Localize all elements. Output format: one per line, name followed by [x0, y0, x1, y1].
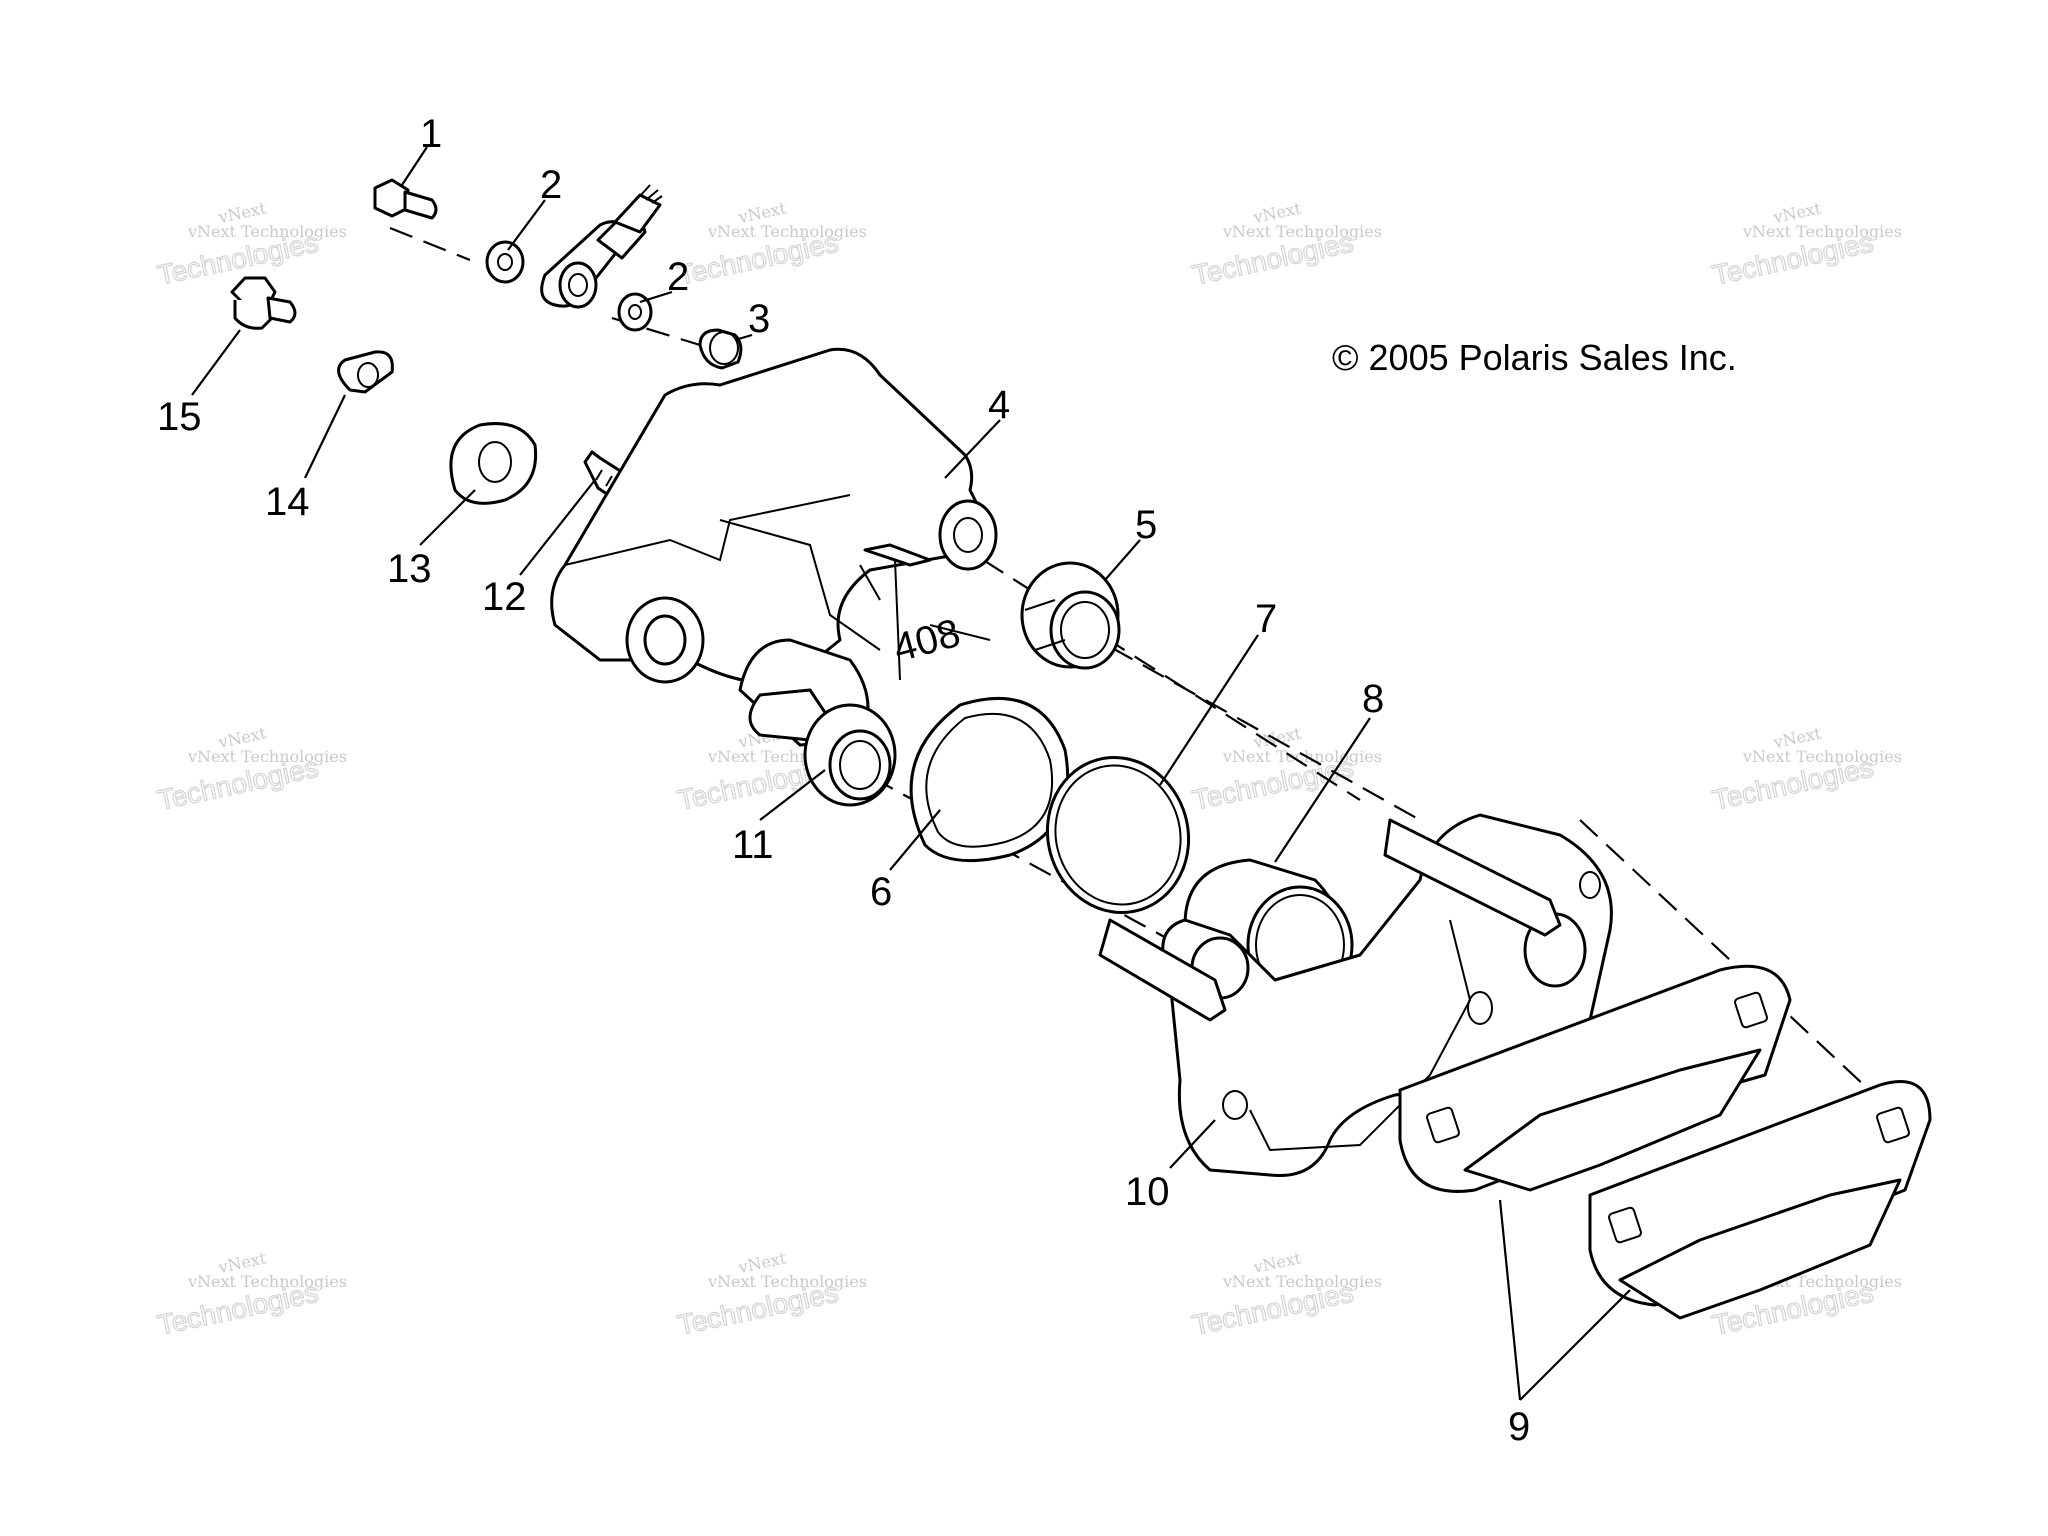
- callout-3: 3: [748, 297, 770, 341]
- caliper-bracket: [1098, 813, 1613, 1178]
- watermark: vNext vNext Technologies Technologies: [1189, 198, 1382, 291]
- sealing-washer: [485, 240, 525, 284]
- leader-lines: [191, 146, 1631, 1401]
- svg-text:vNext Technologies: vNext Technologies: [187, 747, 347, 766]
- axis-line: [389, 226, 471, 262]
- watermark: vNext vNext Technologies Technologies: [1189, 723, 1382, 816]
- leader-line: [639, 290, 673, 304]
- brake-pad-front: [1588, 1080, 1932, 1320]
- watermark: vNext vNext Technologies Technologies: [1189, 1248, 1382, 1341]
- leader-line: [734, 333, 753, 342]
- watermark: vNext vNext Technologies Technologies: [154, 723, 347, 816]
- callout-9: 9: [1508, 1405, 1530, 1449]
- callout-5: 5: [1135, 503, 1157, 547]
- callout-11: 11: [732, 823, 774, 867]
- watermark: vNext vNext Technologies Technologies: [1709, 198, 1902, 291]
- callout-2: 2: [540, 163, 562, 207]
- leader-line: [191, 329, 241, 396]
- callout-6: 6: [870, 870, 892, 914]
- caliper-body: 408: [550, 347, 998, 747]
- leader-line: [401, 146, 428, 186]
- piston-upper: [1020, 561, 1121, 670]
- callout-13: 13: [387, 547, 432, 591]
- watermark: vNext vNext Technologies Technologies: [1709, 723, 1902, 816]
- copyright-notice: © 2005 Polaris Sales Inc.: [1332, 337, 1737, 378]
- small-washer: [337, 350, 394, 394]
- svg-text:vNext Technologies: vNext Technologies: [707, 222, 867, 241]
- leader-line: [1498, 1199, 1522, 1401]
- callout-4: 4: [988, 383, 1010, 427]
- callout-14: 14: [265, 480, 310, 524]
- svg-text:vNext Technologies: vNext Technologies: [187, 222, 347, 241]
- callout-10: 10: [1125, 1170, 1170, 1214]
- callout-7: 7: [1255, 597, 1277, 641]
- bleeder-cap: [698, 328, 743, 370]
- leader-line: [304, 394, 346, 479]
- callout-1: 1: [420, 112, 442, 156]
- watermark: vNext vNext Technologies Technologies: [674, 198, 867, 291]
- leader-line: [1169, 1119, 1216, 1169]
- leader-line: [944, 419, 1001, 479]
- brake-pad-rear: [1398, 964, 1792, 1193]
- leader-line: [1519, 1289, 1631, 1401]
- leader-line: [419, 489, 476, 546]
- leader-line: [507, 199, 546, 251]
- svg-text:vNext Technologies: vNext Technologies: [1222, 1272, 1382, 1291]
- large-washer: [449, 422, 538, 505]
- svg-text:vNext Technologies: vNext Technologies: [1742, 222, 1902, 241]
- axis-line: [1579, 819, 1881, 1101]
- leader-line: [1274, 717, 1371, 863]
- caliper-marking: 408: [889, 611, 965, 671]
- sealing-washer: [617, 292, 653, 332]
- watermark: vNext vNext Technologies Technologies: [674, 1248, 867, 1341]
- callout-2: 2: [667, 255, 689, 299]
- leader-line: [1159, 634, 1259, 786]
- axis-line: [1079, 629, 1421, 821]
- svg-text:vNext Technologies: vNext Technologies: [187, 1272, 347, 1291]
- brake-pads: [1398, 964, 1932, 1320]
- dust-seal: [909, 696, 1070, 863]
- leader-line: [1104, 539, 1141, 581]
- svg-text:vNext Technologies: vNext Technologies: [707, 1272, 867, 1291]
- callout-8: 8: [1362, 677, 1384, 721]
- mounting-bolt: [230, 276, 297, 330]
- svg-text:vNext Technologies: vNext Technologies: [1742, 747, 1902, 766]
- callout-15: 15: [157, 395, 202, 439]
- watermark: vNext vNext Technologies Technologies: [154, 1248, 347, 1341]
- banjo-bolt: [373, 178, 438, 220]
- leader-line: [889, 809, 941, 871]
- brake-line-fitting: [540, 184, 663, 309]
- piston-seal: [1045, 756, 1191, 914]
- callout-labels: 1 2 2 3 4 5 6 7 8 9 10 11 12 13 14 15: [157, 112, 1530, 1449]
- leader-line: [519, 479, 596, 576]
- piston-lower: [748, 688, 897, 807]
- svg-text:vNext Technologies: vNext Technologies: [1222, 222, 1382, 241]
- leader-line: [759, 769, 826, 821]
- callout-12: 12: [482, 575, 527, 619]
